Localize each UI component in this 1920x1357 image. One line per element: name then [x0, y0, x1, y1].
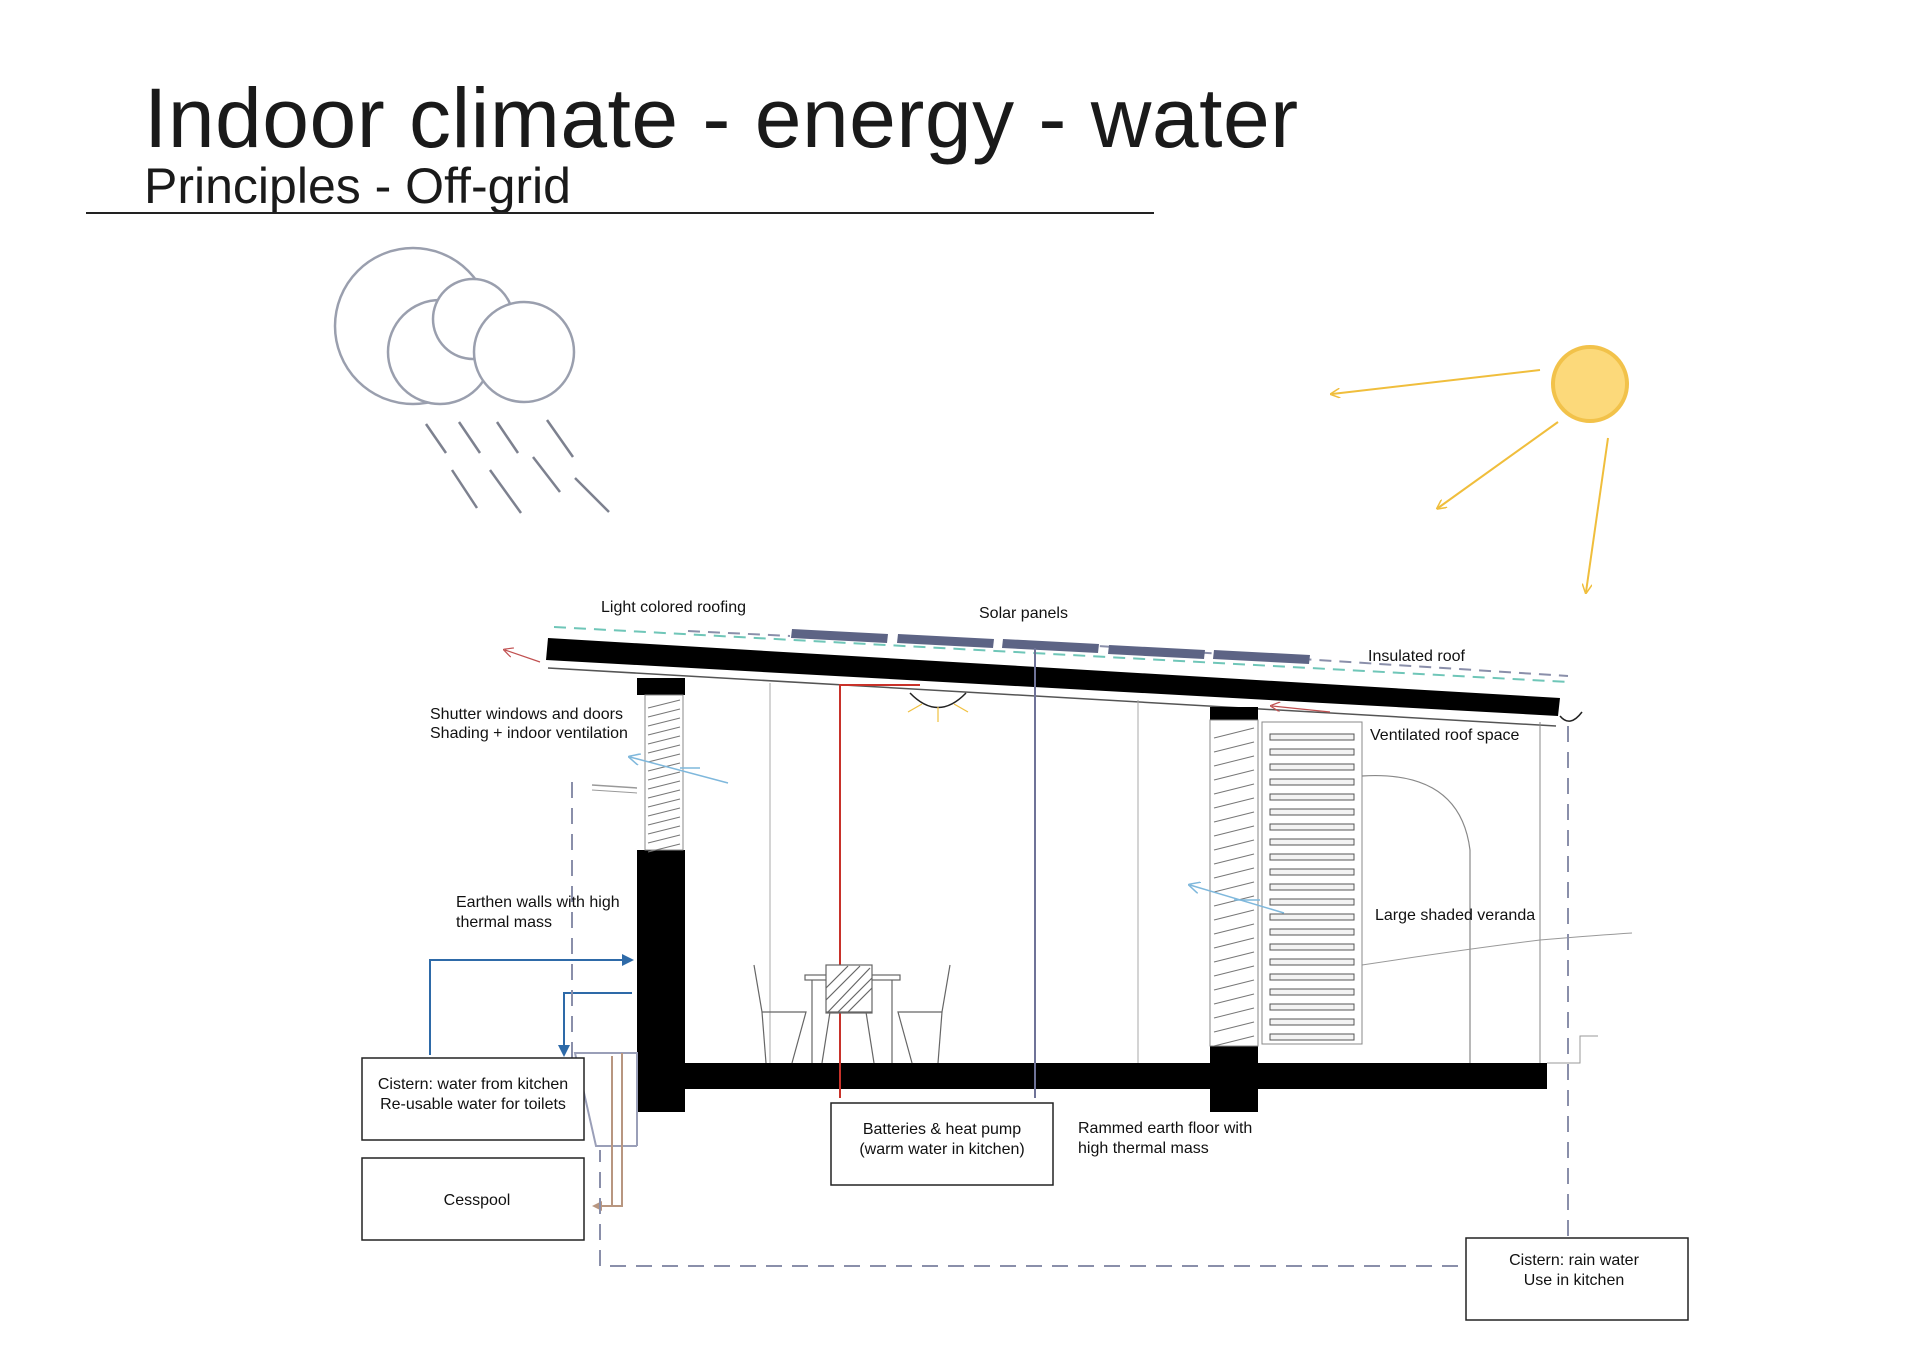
water-pipes — [429, 954, 638, 1211]
sun-icon — [1551, 345, 1629, 423]
cistern-rain-box — [1465, 1237, 1689, 1321]
air-flow-arrows — [630, 757, 1285, 914]
window-sill — [591, 784, 638, 789]
cistern-kitchen-line1: Cistern: water from kitchen — [378, 1076, 568, 1093]
gutter — [1559, 711, 1583, 722]
page-title: Indoor climate - energy - water — [144, 71, 1299, 165]
wall-right-top — [1210, 707, 1258, 720]
shutter-door-right — [1209, 719, 1259, 1047]
label-veranda: Large shaded veranda — [1375, 907, 1535, 924]
cesspool-box — [361, 1157, 585, 1241]
cistern-kitchen-box — [361, 1057, 585, 1141]
cloud-icon — [333, 246, 576, 406]
label-shutter-2: Shading + indoor ventilation — [430, 725, 628, 742]
label-shutter-1: Shutter windows and doors — [430, 706, 623, 723]
batteries-line1: Batteries & heat pump — [863, 1121, 1021, 1138]
cistern-rain-line2: Use in kitchen — [1524, 1272, 1625, 1289]
hot-water-pipe — [839, 684, 920, 1098]
label-insulated-roof: Insulated roof — [1368, 648, 1466, 665]
roof-overflow-arrow — [505, 650, 541, 663]
wall-left-upper — [637, 678, 685, 695]
page-subtitle: Principles - Off-grid — [144, 158, 571, 214]
label-ventilated-roof: Ventilated roof space — [1370, 727, 1520, 744]
label-earthen-1: Earthen walls with high — [456, 894, 620, 911]
lamp-icon — [907, 692, 969, 722]
label-light-roofing: Light colored roofing — [601, 599, 746, 616]
veranda-ground — [1361, 932, 1633, 966]
cesspool-label: Cesspool — [444, 1192, 511, 1209]
roof-soffit — [547, 667, 1557, 727]
roof-slab — [546, 638, 1560, 716]
shutter-window-left — [644, 694, 684, 853]
label-rammed-2: high thermal mass — [1078, 1140, 1209, 1157]
floor-slab — [637, 1063, 1547, 1089]
title-rule — [86, 212, 1154, 214]
batteries-line2: (warm water in kitchen) — [859, 1141, 1024, 1158]
roof-vent-arrow — [1272, 706, 1331, 713]
label-rammed-1: Rammed earth floor with — [1078, 1120, 1252, 1137]
veranda-louvres — [1261, 721, 1363, 1045]
cistern-kitchen-line2: Re-usable water for toilets — [380, 1096, 566, 1113]
veranda-steps — [1547, 1035, 1598, 1064]
window-sill — [591, 789, 638, 794]
label-earthen-2: thermal mass — [456, 914, 552, 931]
rainwater-pipe — [599, 726, 1569, 1267]
cistern-rain-line1: Cistern: rain water — [1509, 1252, 1639, 1269]
label-solar-panels: Solar panels — [979, 605, 1068, 622]
rain-icon — [424, 419, 610, 514]
veranda-arch — [1361, 774, 1471, 1063]
solar-panels — [791, 629, 1310, 664]
table-chairs — [753, 964, 951, 1064]
sun-ray-arrows — [1332, 369, 1609, 592]
batteries-box — [830, 1102, 1054, 1186]
